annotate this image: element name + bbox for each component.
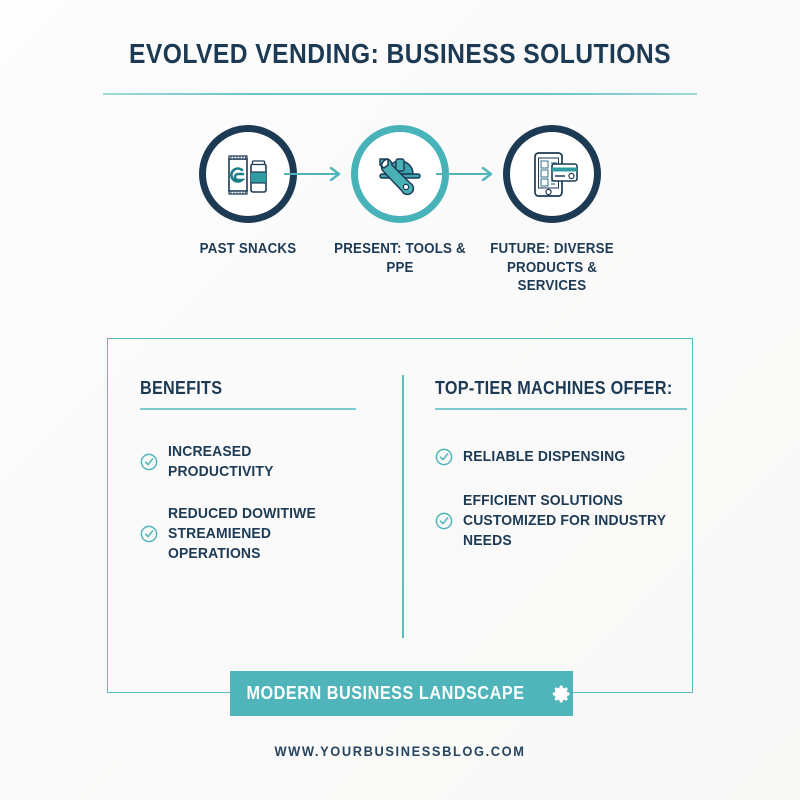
timeline-step-present: PRESENT: TOOLS & PPE — [320, 125, 480, 277]
timeline-step-label: PAST SNACKS — [199, 241, 297, 257]
icon-circle-future — [503, 125, 601, 223]
list-item: INCREASED PRODUCTIVITY — [140, 442, 370, 482]
check-circle-icon — [140, 525, 158, 543]
timeline-step-label: FUTURE: DIVERSE PRODUCTS & SERVICES — [490, 241, 614, 295]
title-divider — [103, 93, 697, 95]
footer-url: WWW.YOURBUSINESSBLOG.COM — [274, 744, 526, 759]
wrench-and-hard-hat-icon — [379, 158, 421, 196]
list-item-label: INCREASED PRODUCTIVITY — [168, 443, 274, 480]
icon-circle-past — [199, 125, 297, 223]
machines-column: TOP-TIER MACHINES OFFER: RELIABLE DISPEN… — [435, 378, 710, 575]
timeline-step-label: PRESENT: TOOLS & PPE — [334, 241, 466, 276]
machines-list: RELIABLE DISPENSING EFFICIENT SOLUTIONS … — [435, 447, 710, 551]
check-circle-icon — [435, 448, 453, 466]
gear-icon — [552, 684, 572, 704]
benefits-heading: BENEFITS — [140, 378, 223, 398]
smartphone-and-credit-card-icon — [534, 152, 578, 197]
benefits-heading-underline — [140, 408, 356, 410]
list-item: EFFICIENT SOLUTIONS CUSTOMIZED FOR INDUS… — [435, 491, 710, 551]
snack-bag-and-can-icon — [228, 155, 267, 195]
modern-business-landscape-banner: MODERN BUSINESS LANDSCAPE — [230, 671, 573, 716]
arrow-right-icon-2 — [436, 166, 498, 182]
arrow-right-icon-1 — [284, 166, 346, 182]
timeline-step-future: FUTURE: DIVERSE PRODUCTS & SERVICES — [472, 125, 632, 296]
list-item: REDUCED DOWITIWE STREAMIENED OPERATIONS — [140, 504, 370, 564]
check-circle-icon — [435, 512, 453, 530]
benefits-list: INCREASED PRODUCTIVITY REDUCED DOWITIWE … — [140, 442, 370, 564]
column-divider — [402, 375, 404, 638]
machines-heading-underline — [435, 408, 687, 410]
machines-heading: TOP-TIER MACHINES OFFER: — [435, 378, 673, 398]
evolution-timeline: PAST SNACKS PRESENT: — [150, 125, 650, 315]
check-circle-icon — [140, 453, 158, 471]
page-title: EVOLVED VENDING: BUSINESS SOLUTIONS — [128, 38, 672, 69]
benefits-column: BENEFITS INCREASED PRODUCTIVITY — [140, 378, 370, 586]
timeline-step-past: PAST SNACKS — [168, 125, 328, 259]
list-item-label: RELIABLE DISPENSING — [463, 448, 626, 465]
list-item-label: REDUCED DOWITIWE STREAMIENED OPERATIONS — [168, 504, 316, 562]
icon-circle-present — [351, 125, 449, 223]
list-item-label: EFFICIENT SOLUTIONS CUSTOMIZED FOR INDUS… — [463, 491, 666, 549]
list-item: RELIABLE DISPENSING — [435, 447, 710, 467]
banner-label: MODERN BUSINESS LANDSCAPE — [246, 683, 525, 703]
